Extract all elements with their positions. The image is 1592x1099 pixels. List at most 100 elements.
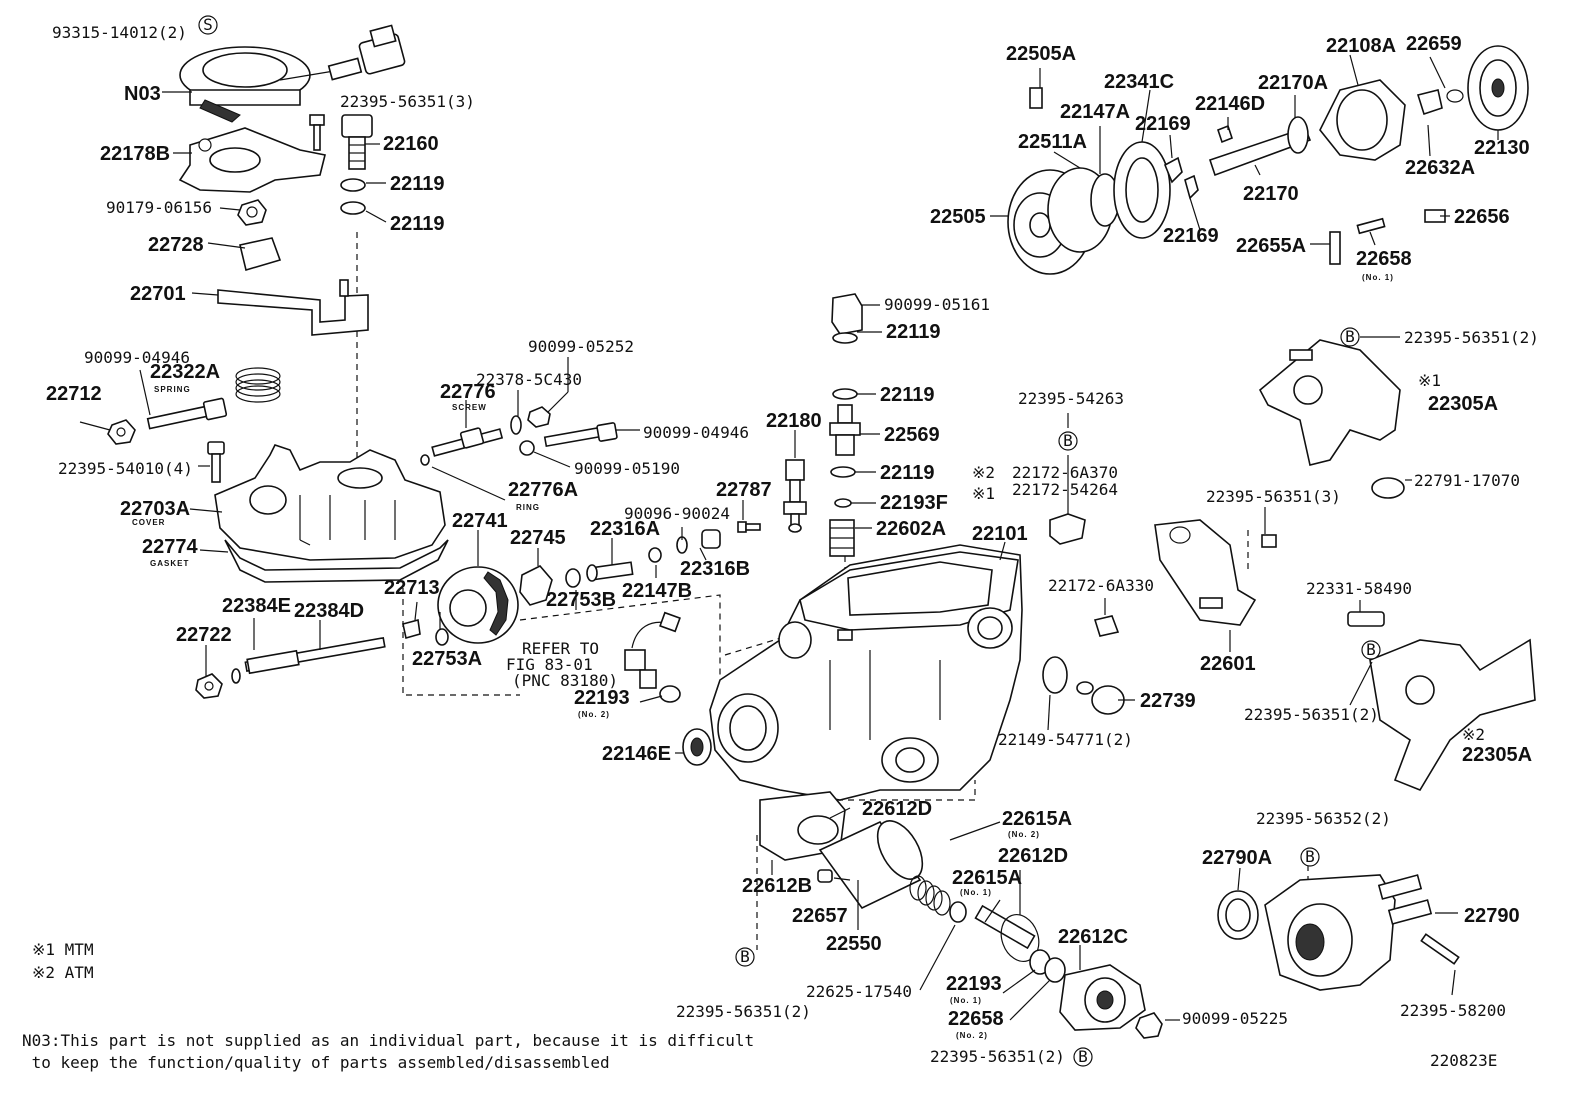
label-22395-56351-2b: 22395-56351(2) [930, 1047, 1065, 1066]
label-22305a-1: 22305A [1428, 393, 1498, 415]
label-22170: 22170 [1243, 183, 1299, 205]
diagram-id: 220823E [1430, 1051, 1497, 1070]
label-22395-56351-2d: 22395-56351(2) [1244, 705, 1379, 724]
label-90099-04946-b: 90099-04946 [643, 423, 749, 442]
bolt-22160 [341, 114, 373, 170]
bolt-a [309, 114, 325, 151]
gasket-22774 [224, 539, 449, 583]
label-22119-e: 22119 [880, 462, 935, 484]
svg-text:B: B [1305, 847, 1315, 866]
label-22146e: 22146E [602, 743, 671, 765]
label-22612c: 22612C [1058, 926, 1128, 948]
label-90099-04946-a: 90099-04946 [84, 348, 190, 367]
label-refer-3: (PNC 83180) [512, 671, 618, 690]
marker-x2-a: ※2 [972, 463, 995, 482]
label-22378: 22378-5C430 [476, 370, 582, 389]
weight-22745 [519, 565, 553, 606]
label-90099-05161: 90099-05161 [884, 295, 990, 314]
label-22505a: 22505A [1006, 43, 1076, 65]
label-90099-05252: 90099-05252 [528, 337, 634, 356]
oring-22612d [797, 815, 839, 845]
plate-22728 [239, 237, 282, 272]
label-22178b: 22178B [100, 143, 170, 165]
label-22119-b: 22119 [390, 213, 445, 235]
label-22395-56351-3a: 22395-56351(3) [340, 92, 475, 111]
shaft-22170 [1208, 116, 1312, 177]
footnote-line-2: to keep the function/quality of parts as… [22, 1053, 610, 1072]
label-22193-no1: 22193 [946, 973, 1002, 995]
pulley-22505 [1007, 167, 1113, 275]
label-no2-b: (No. 2) [1008, 830, 1040, 839]
coupling-22108a [1319, 79, 1406, 161]
label-22130: 22130 [1474, 137, 1530, 159]
bracket-22178b [178, 127, 326, 193]
label-22119-d: 22119 [880, 384, 935, 406]
pipe-fitting [624, 611, 681, 689]
parts-artwork [107, 24, 1536, 1039]
label-22395-54263: 22395-54263 [1018, 389, 1124, 408]
label-22612d: 22612D [862, 798, 932, 820]
label-22316a: 22316A [590, 518, 660, 540]
oil-seal-22146e [682, 728, 712, 766]
label-22791: 22791-17070 [1414, 471, 1520, 490]
label-22170a: 22170A [1258, 72, 1328, 94]
label-refer-1: REFER TO [522, 639, 599, 658]
pump-body-22101 [709, 544, 1023, 801]
fitting-22180 [783, 459, 807, 533]
label-22160: 22160 [383, 133, 439, 155]
nut-90179 [237, 199, 267, 226]
label-22774: 22774 [142, 536, 198, 558]
label-22632a: 22632A [1405, 157, 1475, 179]
solenoid-22612c [1059, 964, 1146, 1031]
screw-22776 [431, 427, 504, 457]
label-22701: 22701 [130, 283, 186, 305]
circled-markers: S B B B B B B [198, 15, 1381, 1067]
label-no2-c: (No. 2) [956, 1031, 988, 1040]
label-22119-c: 22119 [886, 321, 941, 343]
label-22753a: 22753A [412, 648, 482, 670]
bolt-90099-04946-b [543, 422, 618, 448]
svg-text:S: S [203, 15, 213, 34]
label-22569: 22569 [884, 424, 940, 446]
plug-22739 [1042, 656, 1125, 715]
label-93315: 93315-14012(2) [52, 23, 187, 42]
label-22505: 22505 [930, 206, 986, 228]
hub-22130 [1467, 45, 1529, 131]
label-90099-05190: 90099-05190 [574, 459, 680, 478]
label-22172-6a370: 22172-6A370 [1012, 463, 1118, 482]
label-22728: 22728 [148, 234, 204, 256]
valve-22790 [1264, 874, 1433, 991]
label-22550: 22550 [826, 933, 882, 955]
label-cover: COVER [132, 518, 165, 527]
plunger [974, 904, 1036, 950]
label-22741: 22741 [452, 510, 508, 532]
label-no2-a: (No. 2) [578, 710, 610, 719]
label-22384e: 22384E [222, 595, 291, 617]
label-22395-56351-2c: 22395-56351(2) [1404, 328, 1539, 347]
leader-lines [79, 54, 1499, 1021]
sensor-n03 [179, 24, 406, 123]
marker-b-4: B [735, 947, 755, 967]
label-22659: 22659 [1406, 33, 1462, 55]
spring-22322a [235, 367, 281, 403]
label-22322a: 22322A [150, 361, 220, 383]
label-22149: 22149-54771(2) [998, 730, 1133, 749]
rod-22384d [244, 636, 386, 675]
bolt-22395-58200 [1420, 933, 1460, 965]
label-22341c: 22341C [1104, 71, 1174, 93]
label-22776a: 22776A [508, 479, 578, 501]
label-90096: 90096-90024 [624, 504, 730, 523]
svg-text:B: B [1345, 327, 1355, 346]
label-22745: 22745 [510, 527, 566, 549]
label-22612b: 22612B [742, 875, 812, 897]
label-n03: N03 [124, 83, 161, 105]
label-22658-no1: 22658 [1356, 248, 1412, 270]
label-22655a: 22655A [1236, 235, 1306, 257]
label-22511a: 22511A [1018, 131, 1087, 153]
gear-22341c [1113, 141, 1171, 239]
label-22787: 22787 [716, 479, 772, 501]
svg-text:B: B [1078, 1047, 1088, 1066]
marker-x1-b: ※1 [1418, 371, 1441, 390]
label-spring: SPRING [154, 385, 191, 394]
